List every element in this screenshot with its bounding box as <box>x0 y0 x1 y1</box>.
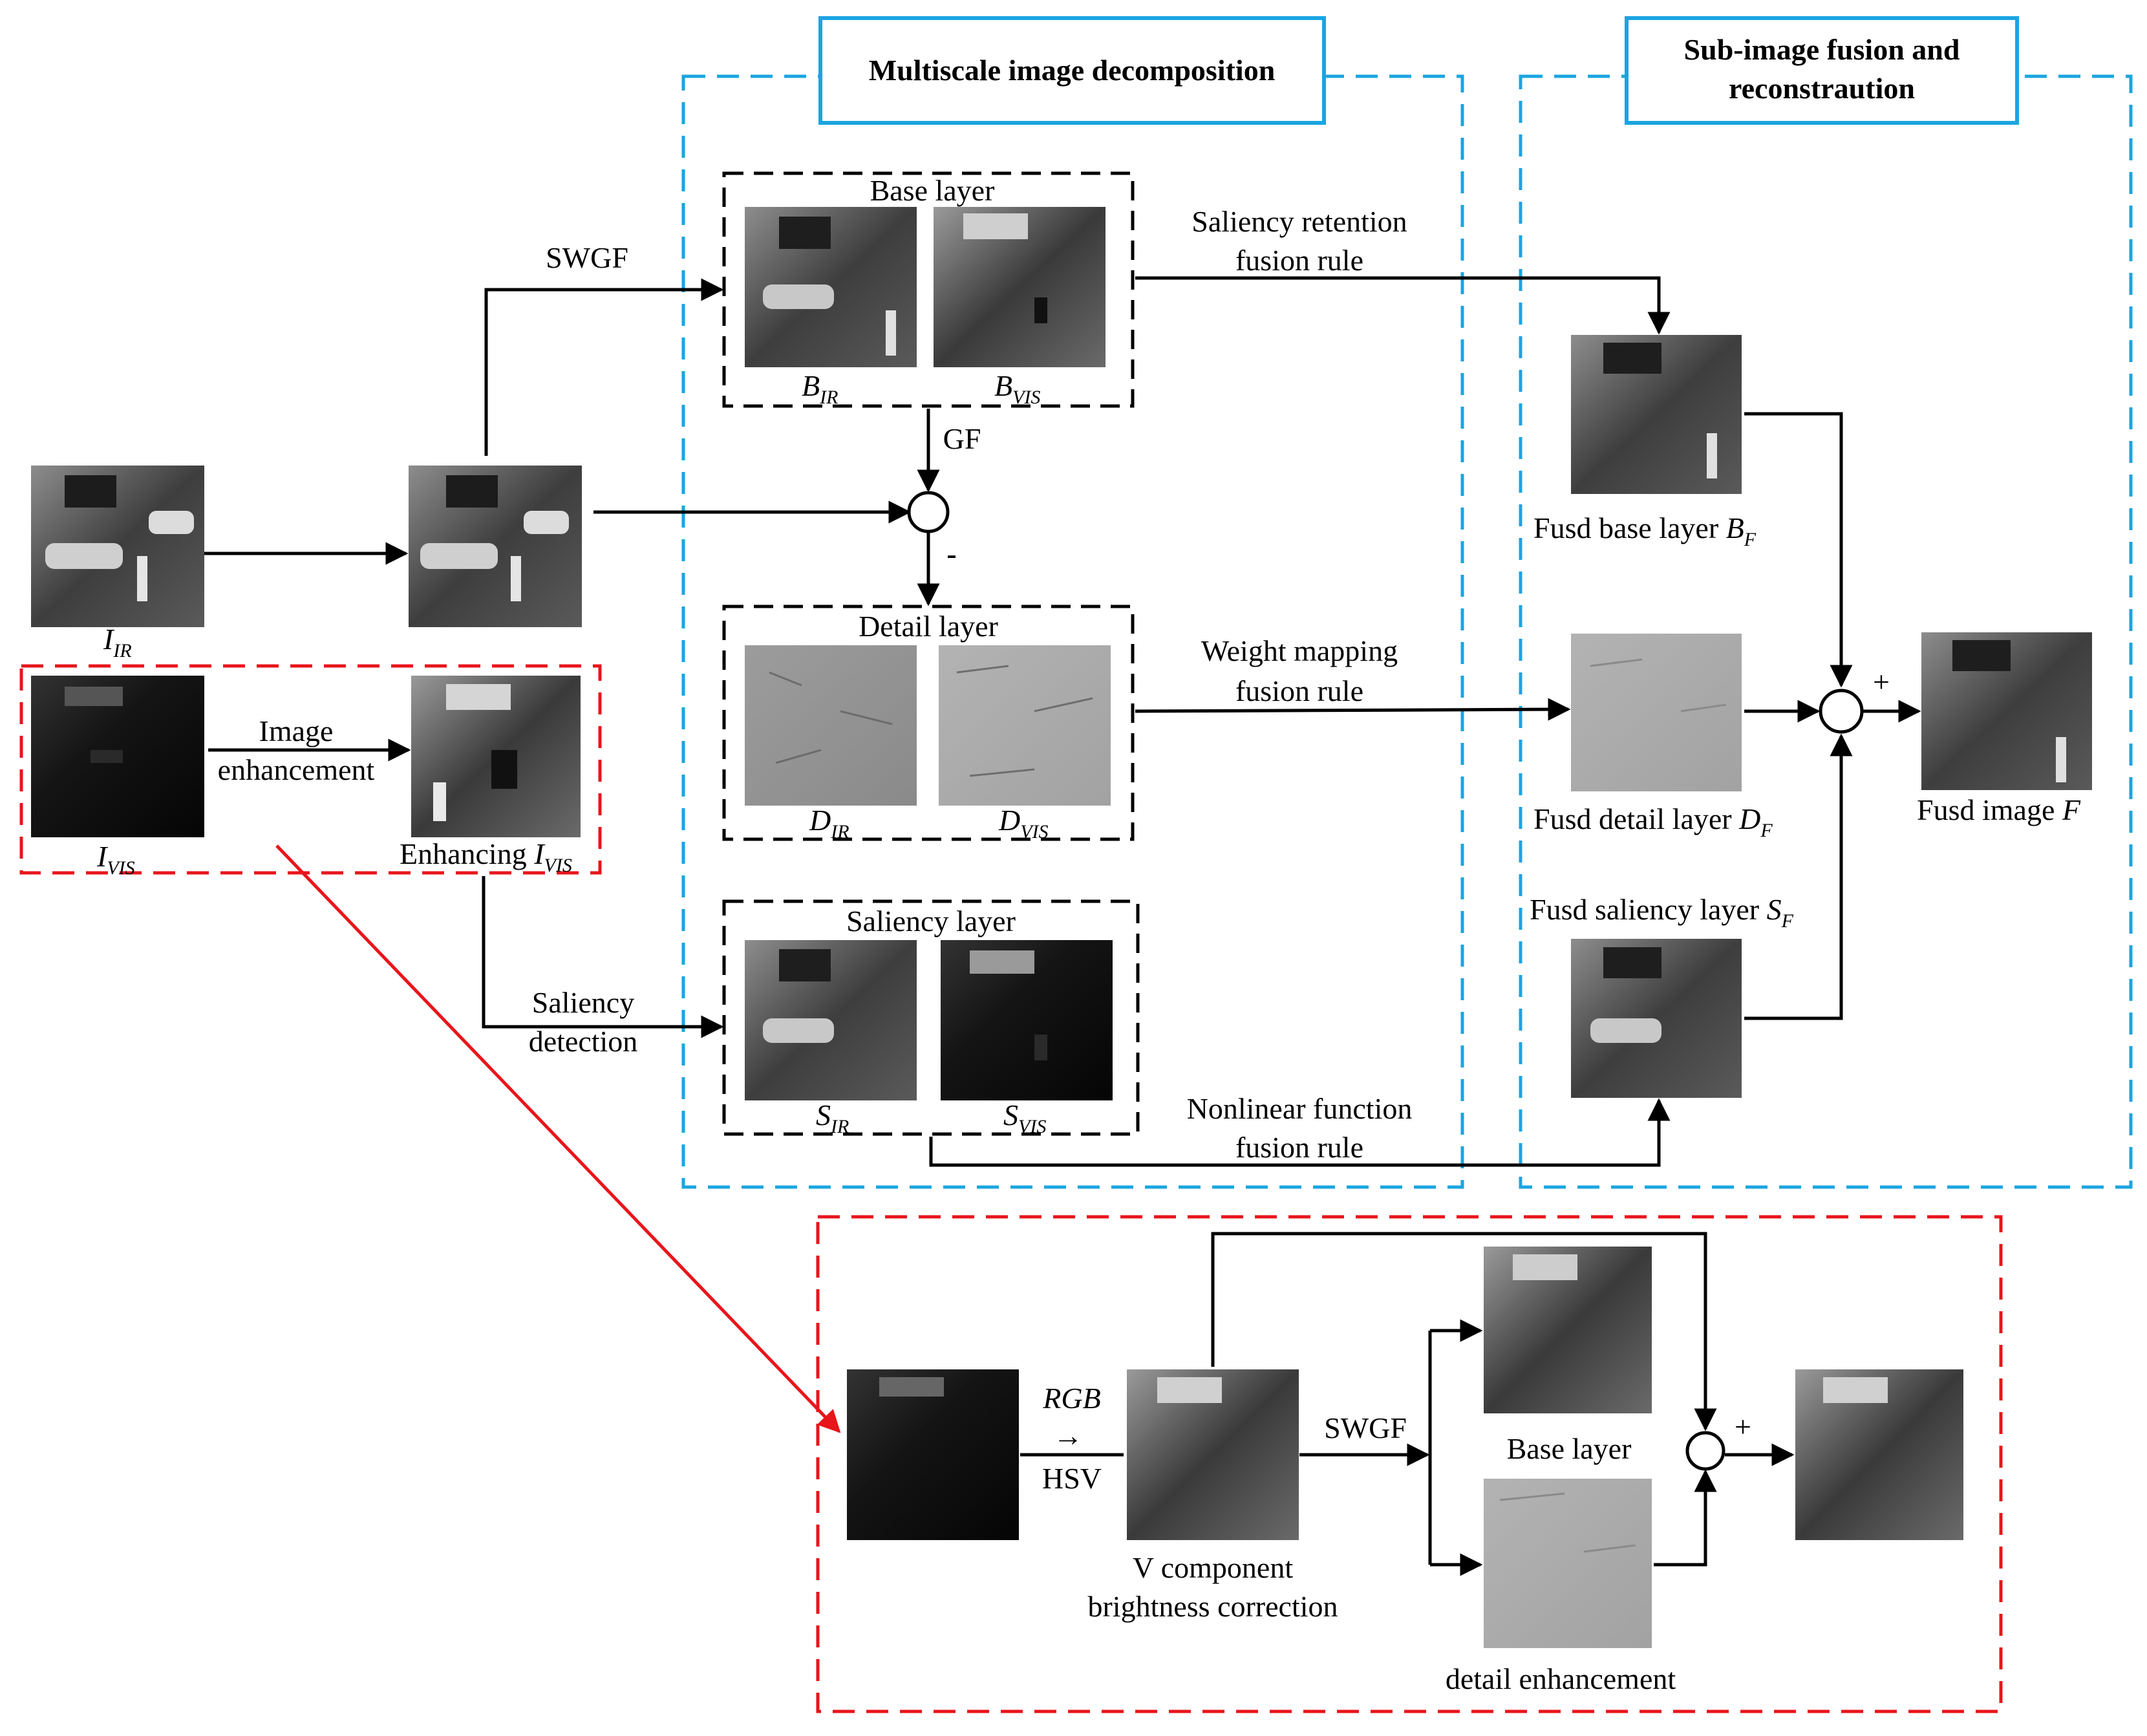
nonlinear-rule-2: fusion rule <box>1235 1131 1363 1164</box>
d-ir-label: DIR <box>809 804 849 842</box>
v-component-image <box>1127 1369 1299 1540</box>
bottom-base-layer-image <box>1484 1247 1652 1413</box>
vis-enhancement-frame <box>19 664 602 875</box>
fused-detail-image <box>1571 634 1742 791</box>
swgf-label: SWGF <box>546 241 628 274</box>
image-enhancement-label-2: enhancement <box>218 753 375 786</box>
enhancement-detail-frame <box>816 1215 2003 1713</box>
vis-input-label: IVIS <box>96 840 135 879</box>
sum-node <box>1819 689 1864 734</box>
saliency-detection-label-2: detection <box>529 1025 638 1058</box>
bottom-output-image <box>1795 1369 1963 1540</box>
arrow-swgf-to-base <box>484 278 724 456</box>
image-enhancement-label-1: Image <box>259 714 334 747</box>
arrow-saliency-detection <box>482 876 724 1038</box>
ir-input-image <box>31 466 204 627</box>
fused-base-label: Fusd base layer BF <box>1533 511 1757 550</box>
enhancing-vis-label: Enhancing IVIS <box>400 837 572 876</box>
arrow-v-to-plus <box>1211 1232 1717 1431</box>
fused-image-label: Fusd image F <box>1917 793 2081 826</box>
fused-detail-label: Fusd detail layer DF <box>1533 802 1773 841</box>
saliency-layer-title: Saliency layer <box>846 905 1016 938</box>
s-ir-image <box>745 940 917 1100</box>
arrow-saliency-fusion <box>929 1098 1671 1167</box>
saliency-detection-label-1: Saliency <box>532 986 634 1019</box>
rgb-label: RGB <box>1042 1382 1100 1415</box>
saliency-layer-box <box>722 899 1140 1136</box>
bottom-swgf-label: SWGF <box>1324 1411 1407 1444</box>
arrow-detail-to-plus <box>1654 1469 1717 1567</box>
v-component-label-2: brightness correction <box>1087 1590 1338 1623</box>
fusion-title-line1: Sub-image fusion and <box>1684 33 1960 66</box>
fused-saliency-label: Fusd saliency layer SF <box>1530 893 1794 932</box>
detail-layer-title: Detail layer <box>859 610 998 643</box>
fusion-plus-label: + <box>1873 665 1890 698</box>
nonlinear-rule-1: Nonlinear function <box>1187 1092 1413 1125</box>
vis-input-image <box>31 676 204 837</box>
hsv-label: HSV <box>1042 1462 1102 1495</box>
arrow-fused-base-to-sum <box>1744 412 1853 688</box>
enhanced-vis-image <box>411 676 581 837</box>
subtract-node <box>907 491 950 533</box>
arrow-fused-saliency-to-sum <box>1744 733 1853 1020</box>
s-vis-label: SVIS <box>1003 1098 1046 1137</box>
b-ir-image <box>745 207 917 367</box>
saliency-retention-rule-1: Saliency retention <box>1191 205 1407 238</box>
b-vis-image <box>934 207 1106 367</box>
fusion-title-box <box>1625 16 2019 125</box>
saliency-retention-rule-2: fusion rule <box>1235 244 1363 277</box>
fusion-title-line2: reconstraution <box>1729 72 1915 105</box>
arrow-red-zoom <box>275 844 841 1433</box>
bottom-base-layer-label: Base layer <box>1507 1432 1632 1465</box>
d-ir-image <box>745 645 917 806</box>
detail-enhancement-label: detail enhancement <box>1446 1662 1676 1695</box>
gf-label: GF <box>943 422 981 455</box>
bottom-plus-label: + <box>1735 1410 1751 1443</box>
connectors <box>204 276 1921 1576</box>
arrow-detail-fusion <box>1135 698 1571 721</box>
arrow-base-fusion <box>1135 276 1671 335</box>
fused-saliency-image <box>1571 939 1742 1098</box>
s-vis-image <box>941 940 1113 1100</box>
d-vis-label: DVIS <box>998 804 1049 842</box>
base-layer-box <box>722 171 1135 408</box>
b-vis-label: BVIS <box>994 369 1040 408</box>
d-vis-image <box>939 645 1111 806</box>
dark-vis-image <box>847 1369 1019 1540</box>
fused-image <box>1921 632 2092 790</box>
s-ir-label: SIR <box>816 1098 849 1137</box>
weight-mapping-rule-1: Weight mapping <box>1201 634 1398 667</box>
fused-base-image <box>1571 335 1742 494</box>
b-ir-label: BIR <box>802 369 838 408</box>
decomposition-title: Multiscale image decomposition <box>869 54 1276 87</box>
weight-mapping-rule-2: fusion rule <box>1235 674 1363 707</box>
swgf-ir-image <box>409 466 582 627</box>
decomposition-title-box <box>818 16 1326 125</box>
minus-label: - <box>946 537 956 570</box>
bottom-detail-image <box>1484 1479 1652 1648</box>
base-layer-title: Base layer <box>870 174 995 207</box>
ir-input-label: IIR <box>103 623 132 661</box>
rgb-hsv-arrow: → <box>1053 1419 1083 1452</box>
v-component-label-1: V component <box>1133 1551 1294 1584</box>
detail-layer-box <box>722 605 1135 841</box>
bottom-sum-node <box>1685 1431 1725 1471</box>
